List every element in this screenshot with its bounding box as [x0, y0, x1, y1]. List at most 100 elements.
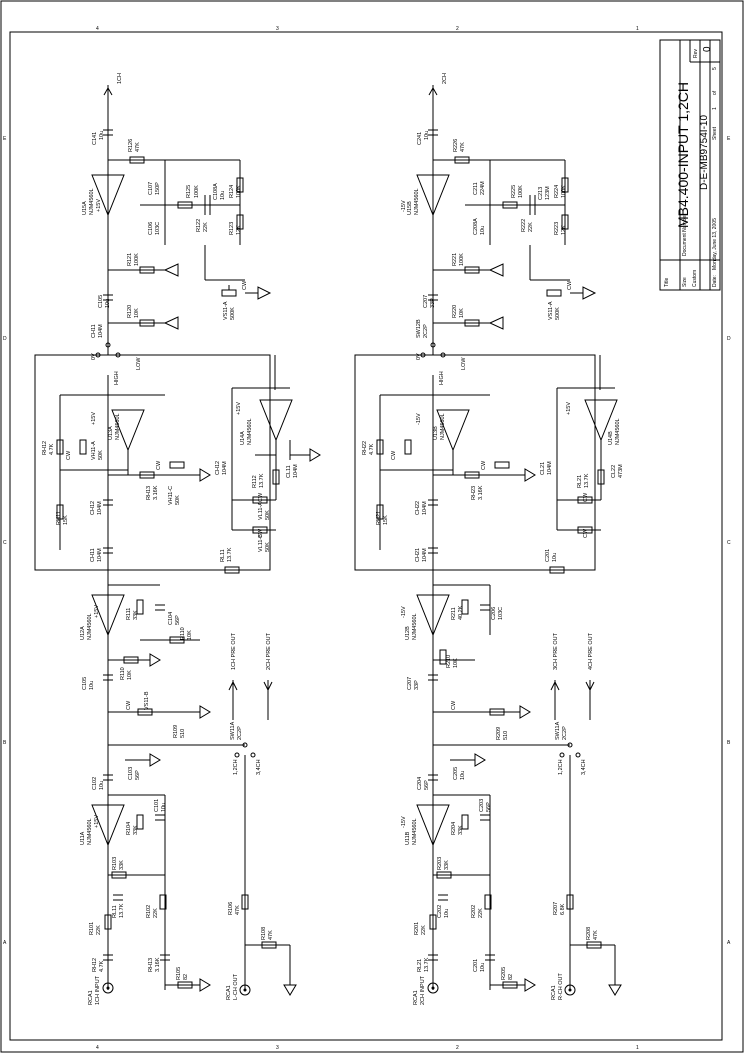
c214-value: 224M — [480, 181, 486, 195]
u13a-part: NJM4560L — [115, 413, 121, 440]
r109-value: 510 — [180, 729, 186, 738]
u14a-supply: +15V — [236, 402, 242, 415]
ch2-sw11a-value: 2C2P — [562, 726, 568, 740]
vs11a-cw: CW — [242, 280, 248, 290]
ch1-input-label: 1CH INPUT — [95, 975, 101, 1005]
u14b-ref: U14B — [608, 431, 614, 445]
r201-ref: R201 — [414, 922, 420, 935]
vs11b-2-value: 500K — [555, 307, 561, 320]
u11b-opamp — [416, 804, 450, 847]
r225-ref: R224 — [554, 185, 560, 198]
c104-ref: C101 — [154, 799, 160, 812]
c101-value: 4.7K — [99, 960, 105, 972]
r202-value: 22K — [478, 908, 484, 918]
u14b-supply: +15V — [566, 402, 572, 415]
ch12-ref: CH12 — [90, 501, 96, 515]
ch2-input-label: 2CH INPUT — [420, 975, 426, 1005]
rh23-ref: RH23 — [471, 486, 477, 500]
zone-left-a: A — [3, 940, 7, 946]
u12b-part: NJM4560L — [412, 613, 418, 640]
r208-value: 47K — [593, 930, 599, 940]
ch2-sw11a-pos-b: 3,4CH — [581, 759, 587, 775]
r110-value: 10K — [187, 630, 193, 640]
rh21-ref: RH21 — [376, 511, 382, 525]
r101-value: 22K — [96, 925, 102, 935]
u13b-part: NJM4560L — [440, 413, 446, 440]
u12a-supply: +15V — [94, 605, 100, 618]
r103-ref: R103 — [112, 857, 118, 870]
rh13-value: 3.16K — [153, 485, 159, 500]
r226-value: 47K — [460, 142, 466, 152]
u11a-supply: +15V — [94, 815, 100, 828]
date-value: Monday, June 13, 2005 — [712, 218, 718, 270]
ch21-value: 104M — [422, 548, 428, 562]
c102-value: 3.16K — [155, 957, 161, 972]
c201-ref: RL21 — [417, 959, 423, 972]
c115-value: 10u — [220, 191, 226, 200]
c107-value: 56P — [175, 615, 181, 625]
cl21-ref: CL21 — [540, 462, 546, 475]
r204-value: 33K — [458, 825, 464, 835]
r224-ref: R225 — [511, 185, 517, 198]
zone-left-d: D — [3, 336, 7, 342]
c106-ref: C103 — [128, 767, 134, 780]
r124-value: 100K — [236, 185, 242, 198]
ch2-preout-1: 3CH PRE OUT — [553, 632, 559, 670]
r112-value: 13.7K — [259, 473, 265, 488]
vl11a-value: 50K — [265, 510, 271, 520]
u12a-part: NJM4560L — [87, 613, 93, 640]
vh11c-cw: CW — [156, 460, 162, 470]
channel-2-circuit: 2CH U15B NJM4560L -15V R226 47K C211 224… — [354, 73, 624, 1005]
r223-ref: R223 — [554, 222, 560, 235]
c101-ref: RH12 — [92, 958, 98, 972]
zone-left-b: B — [3, 740, 7, 746]
sheet-label: Sheet — [712, 126, 718, 140]
size-label: Size — [682, 277, 688, 287]
u15a-part: NJM4560L — [89, 188, 95, 215]
r224-value: 100K — [518, 185, 524, 198]
sw12b-ref: SW12B — [416, 319, 422, 338]
r123-ref: R123 — [229, 222, 235, 235]
c205-value: 56P — [424, 780, 430, 790]
r210-ref: R210 — [446, 655, 452, 668]
r105-ref: R105 — [176, 967, 182, 980]
c215-value: 123M — [545, 186, 551, 200]
u11b-supply: -15V — [401, 816, 407, 828]
c208a-ref: C207 — [407, 677, 413, 690]
u13a-supply: +15V — [91, 412, 97, 425]
vs11a-ref: VS11-A — [223, 301, 229, 320]
zone-left-e: E — [3, 136, 7, 142]
c108a-value: 10u — [89, 681, 95, 690]
u12a-opamp — [91, 594, 125, 637]
ch22-value: 104M — [422, 501, 428, 515]
r203-ref: R203 — [437, 857, 443, 870]
u14a-part: NJM4560L — [247, 418, 253, 445]
rl11-ref: RL11 — [220, 549, 226, 562]
u13b-opamp — [436, 409, 470, 452]
c108a-ref: C105 — [82, 677, 88, 690]
date-label: Date: — [712, 275, 718, 287]
ch1-high-label: HIGH — [114, 371, 120, 385]
rl11-value: 13.7K — [227, 547, 233, 562]
ch1-lch-out-label: L-CH OUT — [233, 973, 239, 1000]
r123-value: 12K — [236, 225, 242, 235]
c208a-value: 33P — [414, 680, 420, 690]
c211-value: 33P — [430, 298, 436, 308]
vs11b-2-ref: VS11-A — [548, 301, 554, 320]
vl11d-cw: CW — [583, 528, 589, 538]
rh23-value: 3.16K — [478, 485, 484, 500]
r221-ref: R221 — [452, 253, 458, 266]
vh11c-value: 50K — [175, 495, 181, 505]
ch2-rch-out-name: RCA1 — [551, 985, 557, 1000]
u15b-part: NJM4560L — [414, 188, 420, 215]
c105-ref: C102 — [92, 777, 98, 790]
zone-right-e: E — [727, 136, 731, 142]
r204-ref: R204 — [451, 822, 457, 835]
r109-ref: R109 — [173, 725, 179, 738]
c103-ref: RL11 — [112, 905, 118, 918]
c213-value: 10u — [480, 226, 486, 235]
rh13-ref: RH13 — [146, 486, 152, 500]
vh11a-cw: CW — [66, 450, 72, 460]
u15b-ref: U15B — [407, 201, 413, 215]
